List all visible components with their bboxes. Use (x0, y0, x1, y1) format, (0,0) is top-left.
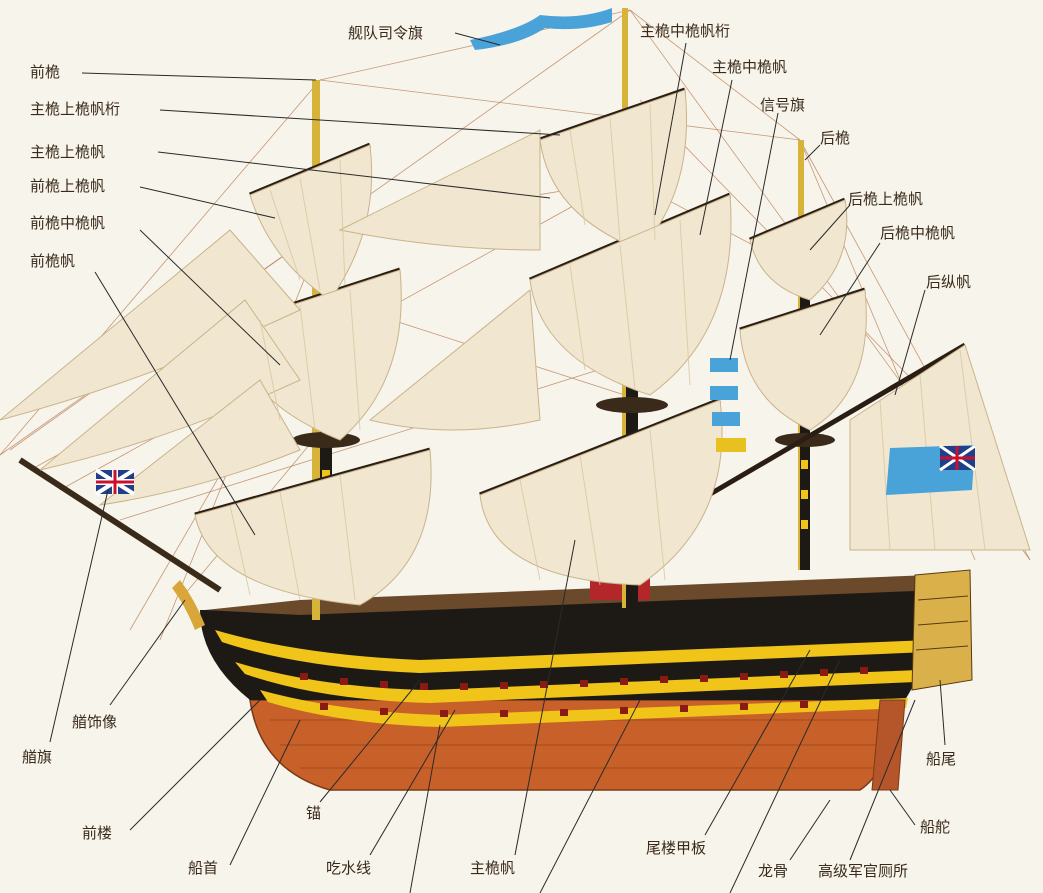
mizzen-topgallant-sail-shape (749, 199, 848, 301)
signal-flag-1 (710, 358, 738, 372)
main-topsail-shape (529, 194, 732, 396)
label-figurehead: 艏饰像 (72, 713, 117, 731)
label-mizzen-mast: 后桅 (820, 129, 850, 147)
hull-stripe-1 (215, 630, 930, 673)
hull-upper (200, 590, 935, 700)
fore-course-shape (194, 449, 432, 606)
stern-windows (915, 595, 969, 651)
label-signal-flags: 信号旗 (760, 96, 805, 114)
label-main-topgallant-sail: 主桅上桅帆 (30, 143, 105, 161)
label-spanker: 后纵帆 (926, 273, 971, 291)
figurehead-shape (172, 580, 205, 630)
label-fore-course: 前桅帆 (30, 252, 75, 270)
label-stern: 船尾 (926, 750, 956, 768)
staysail-2 (368, 289, 541, 431)
label-mizzen-topgallant-sail: 后桅上桅帆 (848, 190, 923, 208)
labels: 舰队司令旗 前桅 主桅上桅帆桁 主桅上桅帆 前桅上桅帆 前桅中桅帆 前桅帆 主桅… (22, 22, 971, 880)
hull-stripe-3 (260, 690, 908, 727)
label-waterline: 吃水线 (326, 859, 371, 877)
bowsprit (18, 457, 222, 593)
main-course-shape (479, 399, 723, 586)
mizzen-topsail-shape (739, 289, 867, 431)
label-anchor: 锚 (306, 804, 321, 822)
jib-sail-3 (98, 379, 301, 506)
label-flagship-pennant: 舰队司令旗 (348, 24, 423, 42)
hull-stripe-2 (235, 662, 918, 703)
label-bow: 船首 (188, 859, 218, 877)
label-jack: 艏旗 (22, 748, 52, 766)
signal-flag-3 (712, 412, 740, 426)
label-poop-deck: 尾楼甲板 (646, 839, 706, 857)
jib-sail-2 (39, 299, 301, 471)
rudder-shape (871, 699, 906, 791)
flagship-pennant-shape (470, 8, 612, 50)
gun-ports (300, 667, 868, 717)
stern-gallery (911, 569, 973, 691)
label-mizzen-topsail: 后桅中桅帆 (880, 224, 955, 242)
signal-flag-2 (710, 386, 738, 400)
leader-lines (49, 32, 946, 893)
staysail-1 (338, 129, 541, 251)
main-top (596, 397, 668, 413)
sails (0, 89, 1031, 606)
flags (94, 8, 976, 496)
label-fore-mast: 前桅 (30, 63, 60, 81)
hull (18, 457, 973, 791)
signal-flag-4 (716, 438, 746, 452)
label-fore-topsail: 前桅中桅帆 (30, 214, 105, 232)
label-main-course: 主桅帆 (470, 859, 515, 877)
label-keel: 龙骨 (758, 862, 788, 880)
label-main-topsail: 主桅中桅帆 (712, 58, 787, 76)
label-officers-head: 高级军官厕所 (818, 862, 908, 880)
deck (205, 575, 940, 615)
label-main-topgallant-yard: 主桅上桅帆桁 (30, 100, 120, 118)
label-fore-topgallant-sail: 前桅上桅帆 (30, 177, 105, 195)
label-rudder: 船舵 (920, 818, 950, 836)
label-main-topsail-yard: 主桅中桅帆桁 (640, 22, 730, 40)
label-forecastle: 前楼 (82, 824, 112, 842)
